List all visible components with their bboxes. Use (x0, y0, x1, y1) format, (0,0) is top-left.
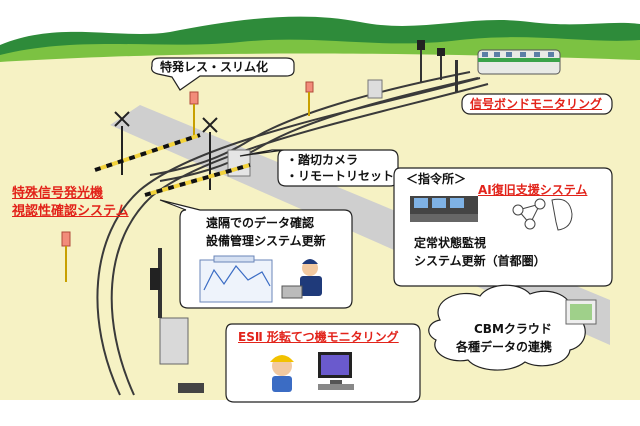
cbm-label-2: 各種データの連携 (456, 340, 553, 354)
computer-icon (318, 352, 354, 390)
bond-monitoring-label: 信号ボンドモニタリング (470, 97, 603, 111)
steady-state-label-2: システム更新（首都圏） (414, 254, 546, 268)
network-ai-icon (512, 198, 573, 231)
server-box-icon (159, 317, 189, 365)
crossing-camera-label: ・踏切カメラ (286, 153, 359, 167)
signal-post-icon (417, 40, 458, 92)
remote-data-label-2: 設備管理システム更新 (206, 234, 326, 248)
cbm-label-1: CBMクラウド (474, 322, 552, 336)
train-icon (477, 49, 561, 75)
special-signal-label-2: 視認性確認システム (12, 204, 129, 219)
equipment-box (367, 79, 383, 99)
es-monitoring-label: ESⅡ 形転てつ機モニタリング (238, 330, 399, 344)
remote-reset-label: ・リモートリセット (286, 169, 395, 183)
command-center-label: ＜指令所＞ (406, 172, 467, 186)
crossing-barrier (94, 133, 251, 197)
ai-recovery-label: AI復旧支援システム (478, 183, 588, 197)
special-signal-label-1: 特殊信号発光機 (12, 186, 104, 201)
tablet-icon (565, 299, 597, 325)
signal-lamp-post (61, 81, 314, 282)
steady-state-label-1: 定常状態監視 (414, 236, 487, 250)
control-desk-icon (410, 196, 478, 222)
operator-icon (281, 259, 322, 299)
cloud-icon (428, 284, 586, 371)
chart-screen-icon (199, 255, 273, 303)
crossing-signal-icon (114, 111, 218, 190)
rail-tracks (96, 71, 489, 396)
operator-icon (270, 355, 294, 392)
remote-data-label-1: 遠隔でのデータ確認 (206, 216, 315, 230)
slim-label: 特発レス・スリム化 (160, 60, 269, 74)
signal-post-icon (150, 248, 162, 318)
switch-machine (178, 383, 204, 393)
